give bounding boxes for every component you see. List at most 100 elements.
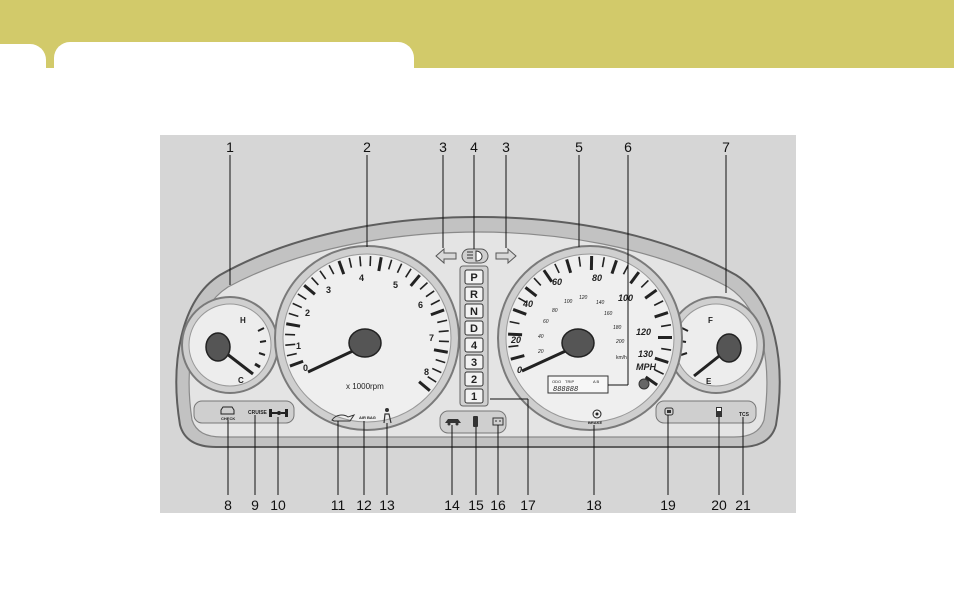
- tcs-label: TCS: [739, 412, 750, 418]
- kmh-tick-80: 80: [552, 308, 558, 314]
- gear-3: 3: [471, 357, 477, 369]
- mph-tick-130: 130: [638, 349, 653, 359]
- oil-pressure-icon: [331, 414, 356, 422]
- kmh-tick-20: 20: [537, 349, 544, 355]
- temp-cold-label: C: [238, 376, 244, 385]
- kmh-tick-120: 120: [579, 295, 588, 301]
- tach-tick-mark: [328, 264, 335, 275]
- callout-18: 18: [586, 497, 602, 513]
- tach-tick-mark: [437, 319, 448, 324]
- kmh-tick-100: 100: [564, 299, 573, 305]
- gear-box-R: [464, 286, 484, 302]
- tach-tick-7: 7: [429, 333, 434, 343]
- speed-tick-mark: [509, 320, 520, 325]
- callout-3-left: 3: [439, 139, 447, 155]
- kmh-tick-140: 140: [596, 300, 605, 306]
- callout-13: 13: [379, 497, 395, 513]
- header-tab: [54, 42, 414, 68]
- air-bag-label: AIR BAG: [359, 415, 376, 420]
- tach-tick-mark: [433, 348, 449, 354]
- speed-tick-mark: [610, 259, 618, 275]
- tach-tick-1: 1: [296, 341, 301, 351]
- callout-21: 21: [735, 497, 751, 513]
- callout-20: 20: [711, 497, 727, 513]
- turn-left-icon: [435, 247, 457, 265]
- speed-tick-mark: [524, 286, 538, 298]
- speed-tick-mark: [629, 271, 641, 285]
- kmh-tick-200: 200: [615, 339, 625, 345]
- callout-12: 12: [356, 497, 372, 513]
- callout-11: 11: [330, 497, 346, 513]
- cruise-label: CRUISE: [248, 410, 268, 416]
- immobilizer-icon: [664, 407, 674, 416]
- fuel-full-label: F: [708, 316, 713, 325]
- gear-box-N: [464, 303, 484, 319]
- callout-16: 16: [490, 497, 506, 513]
- speed-tick-mark: [654, 356, 669, 364]
- speed-tick-mark: [542, 269, 553, 283]
- tach-tick-mark: [419, 282, 428, 290]
- mph-tick-20: 20: [510, 335, 521, 345]
- tach-tick-mark: [303, 284, 316, 296]
- gear-box-2: [464, 371, 484, 387]
- speed-tick-mark: [601, 257, 606, 268]
- callout-8: 8: [224, 497, 232, 513]
- trunk-open-icon: [473, 416, 478, 427]
- mph-tick-80: 80: [592, 273, 602, 283]
- mph-tick-40: 40: [522, 299, 533, 309]
- tach-tick-mark: [430, 308, 445, 317]
- tach-tick-5: 5: [393, 280, 398, 290]
- speed-tick-mark: [508, 344, 519, 348]
- gear-4: 4: [471, 340, 478, 352]
- speed-tick-mark: [661, 347, 672, 351]
- temperature-gauge: H C: [181, 296, 279, 394]
- tach-tick-mark: [337, 260, 346, 275]
- callout-3-right: 3: [502, 139, 510, 155]
- door-ajar-icon: [445, 419, 461, 426]
- speed-tick-mark: [653, 300, 664, 307]
- tach-tick-mark: [285, 343, 296, 346]
- fuel-empty-label: E: [706, 377, 712, 386]
- gear-D: D: [470, 323, 478, 335]
- tach-tick-mark: [289, 359, 304, 368]
- tachometer: 0 1 2 3 4 5 6 7 8 x 1000rpm: [274, 245, 460, 431]
- header-tab-small: [0, 44, 46, 68]
- kmh-label: km/h: [616, 355, 627, 361]
- tach-tick-mark: [311, 277, 319, 286]
- callout-5: 5: [575, 139, 583, 155]
- tach-tick-mark: [396, 263, 403, 274]
- odometer-digits: 888888: [553, 386, 578, 394]
- tach-tick-mark: [438, 330, 449, 333]
- speed-tick-mark: [578, 256, 582, 267]
- gear-P: P: [470, 272, 477, 284]
- seat-belt-icon: [383, 408, 392, 424]
- gear-box-D: [464, 320, 484, 336]
- tach-tick-2: 2: [305, 308, 310, 318]
- speed-tick-mark: [565, 258, 573, 274]
- speed-tick-mark: [644, 288, 658, 300]
- high-beam-icon: [467, 250, 483, 262]
- mph-tick-100: 100: [618, 293, 633, 303]
- gear-N: N: [470, 306, 478, 318]
- callout-2: 2: [363, 139, 371, 155]
- mph-label: MPH: [636, 362, 657, 372]
- speed-tick-mark: [640, 279, 649, 289]
- tach-tick-0: 0: [303, 363, 308, 373]
- speed-tick-mark: [510, 354, 525, 361]
- tach-tick-mark: [405, 268, 412, 278]
- tach-tick-mark: [435, 358, 446, 364]
- speed-tick-mark: [654, 369, 664, 375]
- tach-tick-mark: [427, 376, 437, 383]
- tach-tick-mark: [292, 302, 303, 309]
- gear-box-4: [464, 337, 484, 353]
- right-warning-panel: [655, 400, 757, 424]
- odo-label: ODO: [552, 379, 561, 384]
- mph-tick-0: 0: [517, 365, 522, 375]
- speed-tick-mark: [533, 277, 542, 286]
- callout-1: 1: [226, 139, 234, 155]
- tach-tick-mark: [297, 293, 307, 300]
- speed-tick-mark: [644, 375, 659, 387]
- gear-box-3: [464, 354, 484, 370]
- gear-box-P: [464, 269, 484, 285]
- tach-tick-3: 3: [326, 285, 331, 295]
